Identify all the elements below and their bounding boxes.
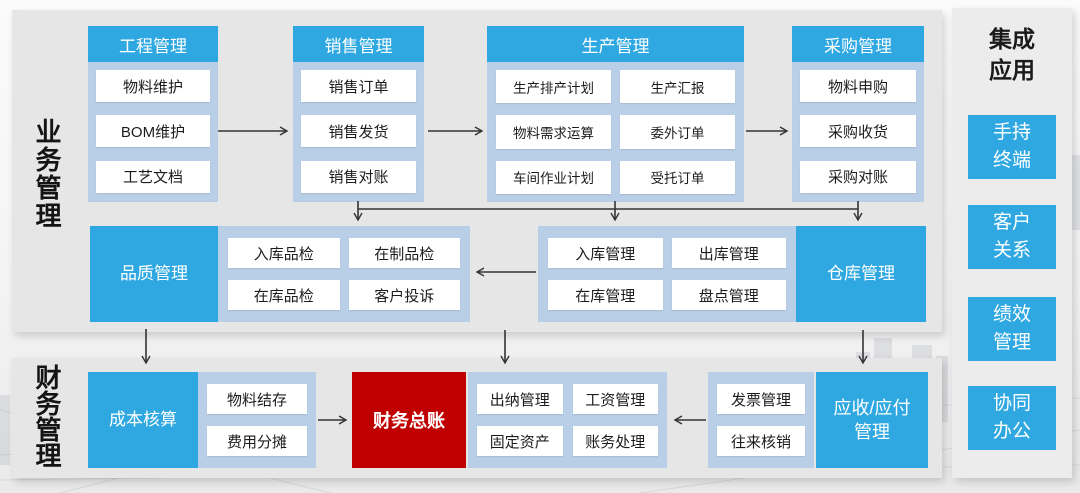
- cashier-items-group: 出纳管理 工资管理 固定资产 账务处理: [468, 372, 667, 468]
- module-stock-management: 在库管理: [548, 280, 663, 310]
- finance-management-panel: 财务管理 成本核算 物料结存 费用分摊 财务总账 出纳管理 工资管理 固定资产 …: [12, 358, 942, 478]
- module-sales-reconciliation: 销售对账: [301, 160, 416, 193]
- warehouse-items-group: 入库管理 出库管理 在库管理 盘点管理: [538, 226, 796, 322]
- module-invoice-management: 发票管理: [717, 384, 805, 414]
- handheld-terminal-line2: 终端: [992, 150, 1031, 171]
- integrated-apps-title: 集成 应用: [952, 24, 1072, 86]
- production-management-header: 生产管理: [487, 26, 744, 62]
- module-cashier-management: 出纳管理: [477, 384, 563, 414]
- collaborative-office-line2: 办公: [992, 421, 1031, 442]
- quality-management-box: 品质管理: [90, 226, 218, 322]
- module-production-report: 生产汇报: [620, 70, 735, 104]
- module-payroll-management: 工资管理: [572, 384, 658, 414]
- module-inbound-management: 入库管理: [548, 238, 663, 268]
- collaborative-office-line1: 协同: [992, 393, 1031, 415]
- purchasing-management-header: 采购管理: [792, 26, 924, 62]
- module-inprocess-inspection: 在制品检: [348, 238, 460, 268]
- customer-relationship-box: 客户 关系: [968, 205, 1056, 269]
- receivable-payable-line1: 应收/应付: [833, 397, 911, 418]
- warehouse-management-box: 仓库管理: [796, 226, 926, 322]
- integrated-apps-title-line2: 应用: [989, 57, 1035, 84]
- performance-management-line1: 绩效: [992, 304, 1031, 326]
- business-management-label: 业务管理: [32, 118, 62, 230]
- production-management-group: 生产排产计划 生产汇报 物料需求运算 委外订单 车间作业计划 受托订单: [487, 62, 744, 202]
- module-production-scheduling: 生产排产计划: [496, 70, 611, 104]
- quality-items-group: 入库品检 在制品检 在库品检 客户投诉: [218, 226, 470, 322]
- module-outbound-management: 出库管理: [671, 238, 786, 268]
- module-customer-complaint: 客户投诉: [348, 280, 460, 310]
- module-purchase-reconciliation: 采购对账: [800, 160, 916, 193]
- customer-relationship-line2: 关系: [992, 240, 1031, 261]
- finance-management-label: 财务管理: [32, 364, 62, 468]
- collaborative-office-box: 协同 办公: [968, 386, 1056, 450]
- sales-management-header: 销售管理: [293, 26, 424, 62]
- module-incoming-inspection: 入库品检: [228, 238, 340, 268]
- cost-accounting-box: 成本核算: [88, 372, 198, 468]
- module-purchase-receiving: 采购收货: [800, 115, 916, 148]
- receivable-payable-line2: 管理: [854, 422, 890, 442]
- handheld-terminal-box: 手持 终端: [968, 115, 1056, 179]
- performance-management-line2: 管理: [992, 332, 1031, 353]
- engineering-management-header: 工程管理: [88, 26, 218, 62]
- handheld-terminal-line1: 手持: [992, 122, 1031, 144]
- module-stocktaking-management: 盘点管理: [671, 280, 786, 310]
- module-accounting-processing: 账务处理: [572, 426, 658, 456]
- integrated-apps-panel: 集成 应用 手持 终端 客户 关系 绩效 管理 协同 办公: [952, 8, 1072, 478]
- cost-items-group: 物料结存 费用分摊: [198, 372, 316, 468]
- module-consignment-order: 受托订单: [620, 160, 735, 194]
- general-ledger-box: 财务总账: [352, 372, 466, 468]
- module-bom-maintenance: BOM维护: [96, 115, 210, 148]
- module-material-balance: 物料结存: [207, 384, 307, 414]
- module-process-document: 工艺文档: [96, 160, 210, 193]
- module-mrp-calculation: 物料需求运算: [496, 115, 611, 149]
- invoice-items-group: 发票管理 往来核销: [708, 372, 814, 468]
- integrated-apps-title-line1: 集成: [989, 26, 1035, 52]
- module-material-maintenance: 物料维护: [96, 70, 210, 102]
- receivable-payable-box: 应收/应付 管理: [816, 372, 928, 468]
- module-stock-inspection: 在库品检: [228, 280, 340, 310]
- module-fixed-assets: 固定资产: [477, 426, 563, 456]
- module-outsourcing-order: 委外订单: [620, 115, 735, 149]
- engineering-management-group: 物料维护 BOM维护 工艺文档: [88, 62, 218, 202]
- module-expense-allocation: 费用分摊: [207, 426, 307, 456]
- sales-management-group: 销售订单 销售发货 销售对账: [293, 62, 424, 202]
- module-current-account-writeoff: 往来核销: [717, 426, 805, 456]
- module-sales-order: 销售订单: [301, 70, 416, 102]
- module-material-requisition: 物料申购: [800, 70, 916, 102]
- module-workshop-plan: 车间作业计划: [496, 160, 611, 194]
- performance-management-box: 绩效 管理: [968, 297, 1056, 361]
- module-sales-delivery: 销售发货: [301, 115, 416, 148]
- purchasing-management-group: 物料申购 采购收货 采购对账: [792, 62, 924, 202]
- customer-relationship-line1: 客户: [992, 212, 1031, 234]
- business-management-panel: 业务管理 工程管理 物料维护 BOM维护 工艺文档 销售管理 销售订单 销售发货…: [12, 10, 942, 332]
